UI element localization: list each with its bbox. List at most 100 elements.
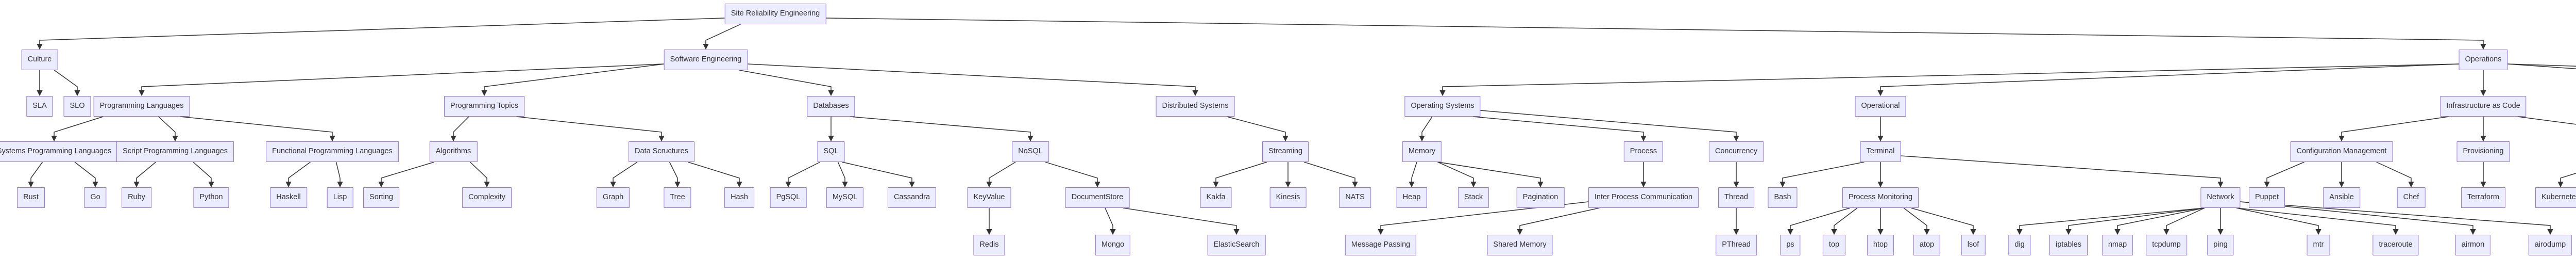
edge-memory-stack — [1437, 162, 1477, 188]
edge-os-process — [1472, 116, 1647, 142]
edge-nosql-kv — [986, 162, 1016, 188]
node-pt: Programming Topics — [444, 96, 524, 117]
edge-sre-swe — [703, 24, 741, 50]
edge-ds-tree — [669, 162, 681, 188]
edge-fpl-haskell — [285, 162, 311, 188]
node-iac: Infrastructure as Code — [2440, 96, 2527, 117]
edge-ipc-msgpass — [1378, 201, 1589, 235]
edge-sre-ops — [826, 18, 2486, 50]
edge-procmon-lsof — [1910, 207, 1976, 235]
node-os: Operating Systems — [1404, 96, 1481, 117]
edge-sql-cassandra — [842, 162, 915, 188]
edge-pl-fpl — [180, 116, 335, 142]
edge-procmon-atop — [1903, 207, 1930, 235]
node-ops: Operations — [2459, 50, 2508, 70]
node-top: top — [1822, 235, 1846, 255]
edge-db-nosql — [850, 116, 1033, 142]
node-k8s: Kubernetes — [2535, 187, 2576, 208]
node-msgpass: Message Passing — [1345, 235, 1417, 255]
edge-ops-os — [1439, 63, 2459, 96]
node-ruby: Ruby — [122, 187, 151, 208]
node-tcpdump: tcpdump — [2146, 235, 2187, 255]
node-swe: Software Engineering — [664, 50, 748, 70]
node-pl: Programming Languages — [93, 96, 190, 117]
node-ipc: Inter Process Communication — [1588, 187, 1699, 208]
edge-procmon-ps — [1787, 207, 1851, 235]
edge-terminal-network — [1901, 155, 2224, 188]
edge-terminal-bash — [1780, 162, 1865, 188]
node-terminal: Terminal — [1860, 141, 1901, 162]
edge-iac-cfgmgmt — [2338, 116, 2449, 142]
node-graph: Graph — [596, 187, 630, 208]
node-bash: Bash — [1768, 187, 1798, 208]
node-operational: Operational — [1855, 96, 1906, 117]
node-kinesis: Kinesis — [1269, 187, 1307, 208]
node-shmem: Shared Memory — [1487, 235, 1553, 255]
node-airmon: airmon — [2455, 235, 2491, 255]
node-slo: SLO — [63, 96, 91, 117]
node-provisioning: Provisioning — [2456, 141, 2510, 162]
node-concurrency: Concurrency — [1708, 141, 1764, 162]
node-chef: Chef — [2397, 187, 2426, 208]
node-ps: ps — [1780, 235, 1801, 255]
node-complexity: Complexity — [462, 187, 512, 208]
edge-nosql-docstore — [1045, 162, 1100, 188]
node-pagination: Pagination — [1516, 187, 1565, 208]
node-stack: Stack — [1458, 187, 1489, 208]
node-pthread: PThread — [1716, 235, 1757, 255]
edge-sre-culture — [37, 18, 725, 50]
node-nmap: nmap — [2102, 235, 2133, 255]
edge-network-traceroute — [2236, 207, 2399, 235]
edge-ops-netw — [2507, 63, 2576, 69]
edge-streaming-nats — [1303, 162, 1358, 188]
edge-dsys-streaming — [1227, 116, 1289, 142]
edge-swe-dsys — [748, 63, 1198, 96]
edge-orchestration-k8s — [2557, 172, 2576, 188]
node-procmon: Process Monitoring — [1842, 187, 1919, 208]
edge-ops-operational — [1877, 63, 2459, 96]
node-es: ElasticSearch — [1207, 235, 1266, 255]
node-dig: dig — [2008, 235, 2031, 255]
node-db: Databases — [807, 96, 855, 117]
edge-os-concurrency — [1480, 110, 1739, 142]
edge-ipc-shmem — [1517, 207, 1600, 235]
node-algo: Algorithms — [429, 141, 478, 162]
edge-network-nmap — [2114, 207, 2205, 235]
edge-ds-graph — [610, 162, 638, 188]
node-culture: Culture — [21, 50, 58, 70]
edge-pl-scpl — [158, 116, 178, 142]
edge-algo-complexity — [469, 162, 490, 188]
edge-memory-pagination — [1437, 162, 1544, 188]
node-puppet: Puppet — [2249, 187, 2285, 208]
edge-fpl-lisp — [335, 162, 343, 188]
node-thread: Thread — [1718, 187, 1754, 208]
edge-network-iptables — [2065, 207, 2205, 235]
edge-algo-sorting — [378, 162, 435, 188]
node-terraform: Terraform — [2461, 187, 2506, 208]
node-streaming: Streaming — [1262, 141, 1309, 162]
node-cfgmgmt: Configuration Management — [2290, 141, 2393, 162]
edge-culture-slo — [54, 70, 80, 96]
node-htop: htop — [1867, 235, 1894, 255]
node-lsof: lsof — [1961, 235, 1986, 255]
node-nats: NATS — [1339, 187, 1371, 208]
edge-procmon-top — [1831, 207, 1858, 235]
node-ds: Data Scructures — [629, 141, 694, 162]
edge-swe-pl — [139, 63, 664, 96]
edge-streaming-kafka — [1213, 162, 1267, 188]
node-nosql: NoSQL — [1012, 141, 1049, 162]
edge-cfgmgmt-chef — [2376, 162, 2414, 188]
node-mongo: Mongo — [1095, 235, 1131, 255]
edge-sql-mysql — [837, 162, 848, 188]
node-cassandra: Cassandra — [887, 187, 937, 208]
edge-network-mtr — [2236, 207, 2321, 235]
node-sql: SQL — [817, 141, 845, 162]
node-traceroute: traceroute — [2372, 235, 2419, 255]
node-dsys: Distributed Systems — [1156, 96, 1235, 117]
node-process: Process — [1623, 141, 1664, 162]
edge-pt-algo — [450, 116, 469, 142]
node-sre: Site Reliability Engineering — [724, 4, 826, 24]
node-sla: SLA — [26, 96, 53, 117]
